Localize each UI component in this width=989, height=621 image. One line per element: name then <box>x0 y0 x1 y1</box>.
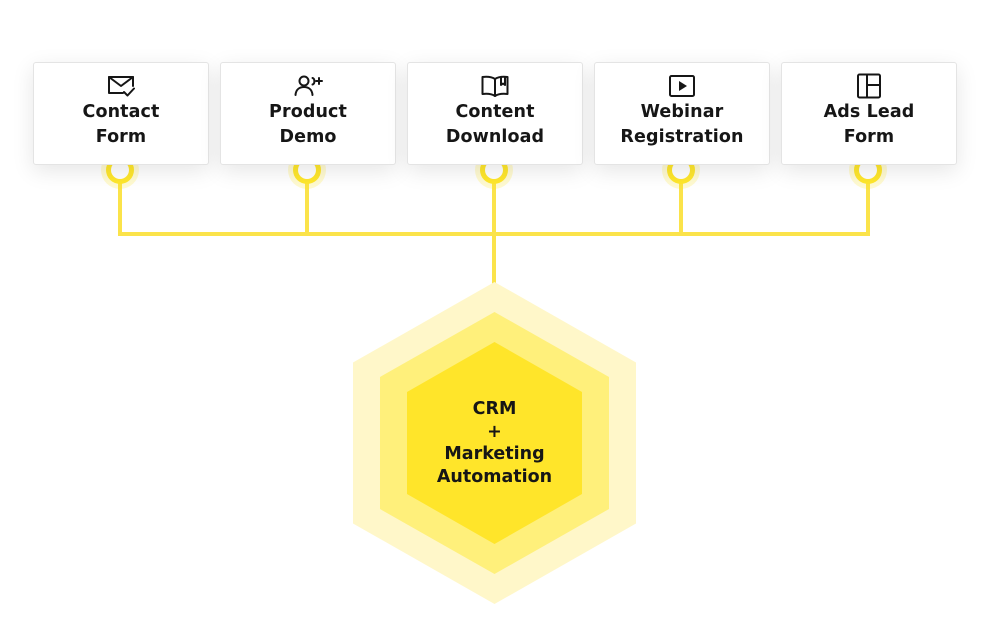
crm-hub: CRM + Marketing Automation <box>352 282 637 604</box>
hub-label-line2: + <box>487 421 502 442</box>
source-label-line1: Product <box>269 102 347 122</box>
video-play-icon <box>669 75 695 97</box>
hub-hexagon-inner <box>407 342 582 544</box>
source-card-webinar-registration: Webinar Registration <box>594 62 770 165</box>
source-card-content-download: Content Download <box>407 62 583 165</box>
layout-panels-icon <box>857 73 881 99</box>
source-label-line1: Contact <box>82 102 160 122</box>
source-label-line2: Form <box>843 127 895 147</box>
envelope-check-icon <box>108 76 135 97</box>
user-plus-icon <box>294 75 323 96</box>
hub-label-line1: CRM <box>472 399 517 419</box>
source-card-product-demo: Product Demo <box>220 62 396 165</box>
hub-label: CRM + Marketing Automation <box>352 398 637 488</box>
source-label-line1: Webinar <box>640 102 724 122</box>
hub-hexagon-graphic <box>353 282 636 604</box>
hub-label-line3: Marketing <box>444 444 545 464</box>
source-label-line1: Ads Lead <box>823 102 915 122</box>
source-label-line2: Registration <box>620 127 744 147</box>
source-label-line2: Form <box>95 127 147 147</box>
source-label-line1: Content <box>455 102 535 122</box>
hub-label-line4: Automation <box>436 466 553 487</box>
source-label-line2: Demo <box>279 127 337 147</box>
source-card-contact-form: Contact Form <box>33 62 209 165</box>
open-book-icon <box>481 75 509 97</box>
source-card-ads-lead-form: Ads Lead Form <box>781 62 957 165</box>
source-label-line2: Download <box>445 127 545 147</box>
